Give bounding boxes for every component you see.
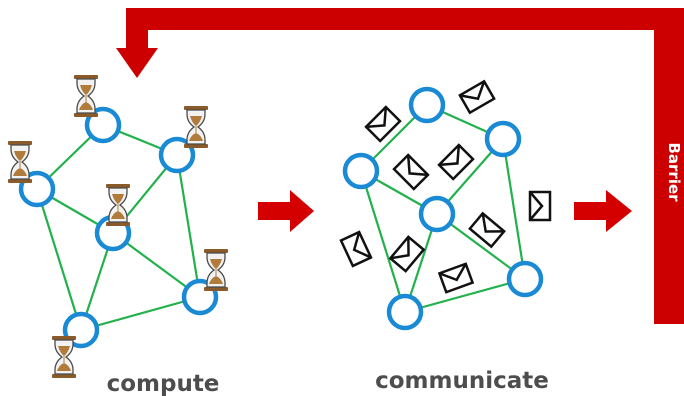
graph-node — [484, 120, 522, 158]
graph-node — [418, 195, 456, 233]
hourglass-icon — [7, 140, 33, 184]
communicate-nodes — [342, 86, 544, 331]
graph-node — [386, 293, 424, 331]
hourglass-icon — [105, 183, 131, 227]
envelope-icon — [458, 80, 496, 114]
compute-label: compute — [107, 371, 220, 396]
graph-node — [342, 152, 380, 190]
hourglass-icon — [183, 105, 209, 149]
hourglass-icon — [73, 74, 99, 118]
right-arrow-icon — [574, 190, 632, 232]
graph-node — [408, 86, 446, 124]
envelope-icon — [528, 190, 552, 222]
barrier-label: Barrier — [665, 142, 683, 202]
compute-graph: compute — [7, 74, 229, 396]
graph-node — [506, 260, 544, 298]
barrier-arrow: Barrier — [116, 8, 684, 324]
hourglass-icon — [203, 248, 229, 292]
communicate-graph: communicate — [339, 80, 552, 394]
envelope-icon — [339, 230, 373, 268]
right-arrow-icon — [258, 190, 314, 232]
communicate-label: communicate — [375, 368, 549, 394]
barrier-arrowhead — [116, 48, 158, 78]
envelope-icon — [437, 143, 475, 181]
envelope-icon — [392, 153, 430, 191]
envelope-icon — [389, 235, 425, 273]
envelope-icon — [438, 262, 474, 294]
hourglass-icon — [51, 335, 77, 379]
